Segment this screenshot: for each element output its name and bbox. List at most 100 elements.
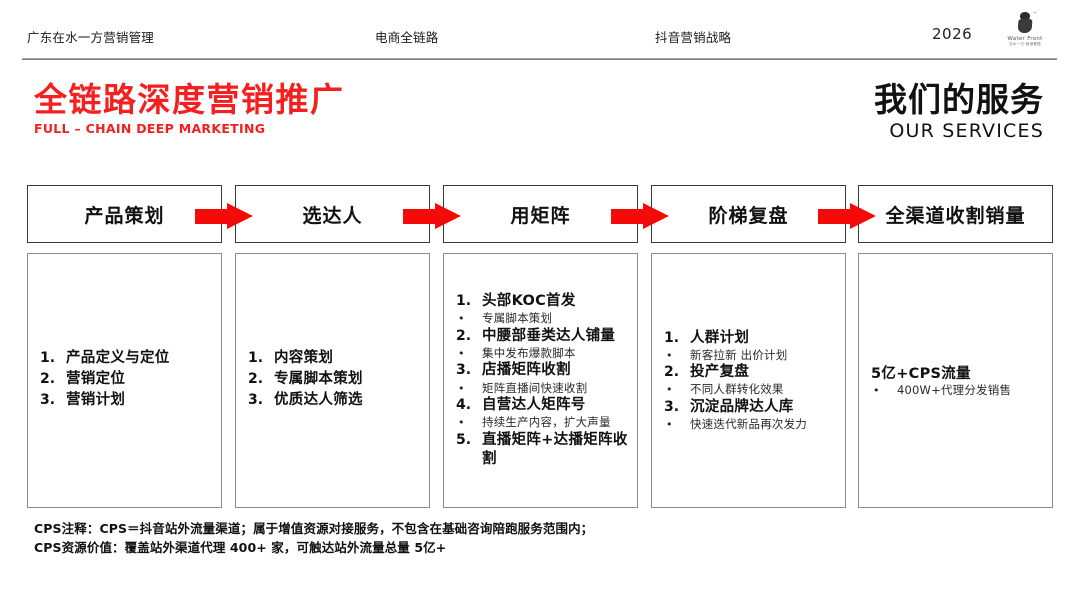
stage-header-1[interactable]: 产品策划 (27, 185, 222, 243)
flow-arrow-4-icon (818, 203, 876, 229)
list-item-text: 产品定义与定位 (66, 349, 170, 366)
stage-list-3: 1. 头部KOC首发 • 专属脚本策划 2. 中腰部垂类达人铺量 • 集中发布爆… (456, 292, 631, 469)
stage-body-4: 1. 人群计划 • 新客拉新 出价计划 2. 投产复盘 • 不同人群转化效果 3… (651, 253, 846, 508)
list-subitem: • 400W+代理分发销售 (871, 383, 1046, 399)
list-item: 1. 人群计划 (664, 329, 839, 348)
bullet-icon: • (666, 417, 673, 431)
list-subitem-text: 400W+代理分发销售 (897, 382, 1012, 397)
cps-traffic-headline: 5亿+CPS流量 (871, 365, 971, 382)
list-item-text: 内容策划 (274, 349, 334, 366)
stage-header-label-2: 选达人 (302, 204, 363, 227)
list-subitem: • 持续生产内容，扩大声量 (456, 415, 631, 431)
stage-header-label-1: 产品策划 (84, 204, 165, 227)
list-item: 1. 头部KOC首发 (456, 292, 631, 311)
list-item-index: 3. (664, 398, 680, 415)
bullet-icon: • (666, 383, 673, 397)
list-item-index: 1. (40, 349, 56, 366)
list-item-text: 营销定位 (66, 370, 126, 387)
logo-emblem-icon: ™ (1017, 11, 1037, 34)
list-item-index: 1. (456, 293, 472, 310)
list-item-text: 沉淀品牌达人库 (690, 398, 794, 415)
list-item: 3. 优质达人筛选 (248, 391, 423, 410)
list-item: 3. 营销计划 (40, 391, 215, 410)
bullet-icon: • (873, 383, 880, 397)
stage-header-2[interactable]: 选达人 (235, 185, 430, 243)
stage-header-4[interactable]: 阶梯复盘 (651, 185, 846, 243)
logo-subtext: 在水一方·营销管理 (1009, 42, 1041, 46)
header-year-label: 2026 (932, 25, 973, 43)
list-item-index: 5. (456, 431, 472, 448)
list-item-text: 人群计划 (690, 329, 750, 346)
list-item-index: 3. (248, 392, 264, 409)
stage-list-2: 1. 内容策划 2. 专属脚本策划 3. 优质达人筛选 (248, 349, 423, 412)
list-item-text: 优质达人筛选 (274, 392, 363, 409)
list-subitem-text: 专属脚本策划 (482, 311, 553, 326)
stage-header-label-5: 全渠道收割销量 (885, 204, 1026, 227)
list-item: 2. 中腰部垂类达人铺量 (456, 327, 631, 346)
list-subitem-text: 矩阵直播间快速收割 (482, 380, 588, 395)
bullet-icon: • (666, 348, 673, 362)
list-item-index: 3. (456, 362, 472, 379)
list-subitem: • 矩阵直播间快速收割 (456, 381, 631, 397)
list-item-text: 直播矩阵+达播矩阵收割 (482, 431, 628, 467)
stage-list-5: 5亿+CPS流量 • 400W+代理分发销售 (871, 362, 1046, 400)
list-item-text: 头部KOC首发 (482, 293, 576, 310)
service-title-cn: 我们的服务 (874, 80, 1044, 119)
list-item: 2. 营销定位 (40, 370, 215, 389)
bullet-icon: • (458, 312, 465, 326)
list-item-index: 4. (456, 397, 472, 414)
stage-body-1: 1. 产品定义与定位 2. 营销定位 3. 营销计划 (27, 253, 222, 508)
flow-arrow-1-icon (195, 203, 253, 229)
header-company-label: 广东在水一方营销管理 (27, 30, 155, 45)
stage-body-5: 5亿+CPS流量 • 400W+代理分发销售 (858, 253, 1053, 508)
stage-body-3: 1. 头部KOC首发 • 专属脚本策划 2. 中腰部垂类达人铺量 • 集中发布爆… (443, 253, 638, 508)
logo-wordmark: Water Front (1007, 36, 1043, 42)
list-item: 1. 内容策划 (248, 349, 423, 368)
bullet-icon: • (458, 381, 465, 395)
list-subitem: • 专属脚本策划 (456, 311, 631, 327)
page-title-cn: 全链路深度营销推广 (34, 80, 345, 119)
list-item: 3. 店播矩阵收割 (456, 361, 631, 380)
stage-header-5[interactable]: 全渠道收割销量 (858, 185, 1053, 243)
list-item-index: 2. (248, 370, 264, 387)
list-subitem: • 新客拉新 出价计划 (664, 348, 839, 364)
stage-list-1: 1. 产品定义与定位 2. 营销定位 3. 营销计划 (40, 349, 215, 412)
footnotes-block: CPS注释：CPS＝抖音站外流量渠道；属于增值资源对接服务，不包含在基础咨询陪跑… (34, 519, 734, 558)
list-item: 3. 沉淀品牌达人库 (664, 398, 839, 417)
list-subitem-text: 集中发布爆款脚本 (482, 345, 576, 360)
header-topic-label-1: 电商全链路 (375, 30, 439, 45)
list-item: 2. 专属脚本策划 (248, 370, 423, 389)
brand-logo: ™ Water Front 在水一方·营销管理 (995, 11, 1055, 52)
list-item-text: 中腰部垂类达人铺量 (482, 327, 616, 344)
list-subitem-text: 持续生产内容，扩大声量 (482, 415, 611, 430)
list-subitem: • 快速迭代新品再次发力 (664, 417, 839, 433)
list-item-index: 2. (664, 364, 680, 381)
stage-list-4: 1. 人群计划 • 新客拉新 出价计划 2. 投产复盘 • 不同人群转化效果 3… (664, 329, 839, 433)
list-item: 2. 投产复盘 (664, 363, 839, 382)
stage-header-3[interactable]: 用矩阵 (443, 185, 638, 243)
list-subitem-text: 快速迭代新品再次发力 (690, 416, 807, 431)
list-item-text: 自营达人矩阵号 (482, 397, 586, 414)
list-item-text: 店播矩阵收割 (482, 362, 571, 379)
slide-header: 广东在水一方营销管理 电商全链路 抖音营销战略 2026 ™ Water Fro… (0, 0, 1080, 58)
header-topic-label-2: 抖音营销战略 (655, 30, 732, 45)
header-divider (22, 58, 1057, 60)
service-title-block: 我们的服务 OUR SERVICES (874, 80, 1044, 142)
list-item-index: 1. (248, 349, 264, 366)
footnote-line-2: CPS资源价值：覆盖站外渠道代理 400+ 家，可触达站外流量总量 5亿+ (34, 540, 447, 556)
main-title-block: 全链路深度营销推广 FULL – CHAIN DEEP MARKETING (34, 80, 345, 136)
bullet-icon: • (458, 346, 465, 360)
flow-arrow-3-icon (611, 203, 669, 229)
page-title-en: FULL – CHAIN DEEP MARKETING (34, 120, 266, 136)
list-item-index: 1. (664, 329, 680, 346)
list-item-index: 2. (456, 327, 472, 344)
list-subitem: • 不同人群转化效果 (664, 382, 839, 398)
list-item-index: 3. (40, 392, 56, 409)
list-item: 1. 产品定义与定位 (40, 349, 215, 368)
stage-header-label-4: 阶梯复盘 (708, 204, 789, 227)
list-item-text: 投产复盘 (690, 364, 750, 381)
footnote-line-1: CPS注释：CPS＝抖音站外流量渠道；属于增值资源对接服务，不包含在基础咨询陪跑… (34, 521, 594, 536)
list-item: 4. 自营达人矩阵号 (456, 396, 631, 415)
stage-header-label-3: 用矩阵 (510, 204, 571, 227)
